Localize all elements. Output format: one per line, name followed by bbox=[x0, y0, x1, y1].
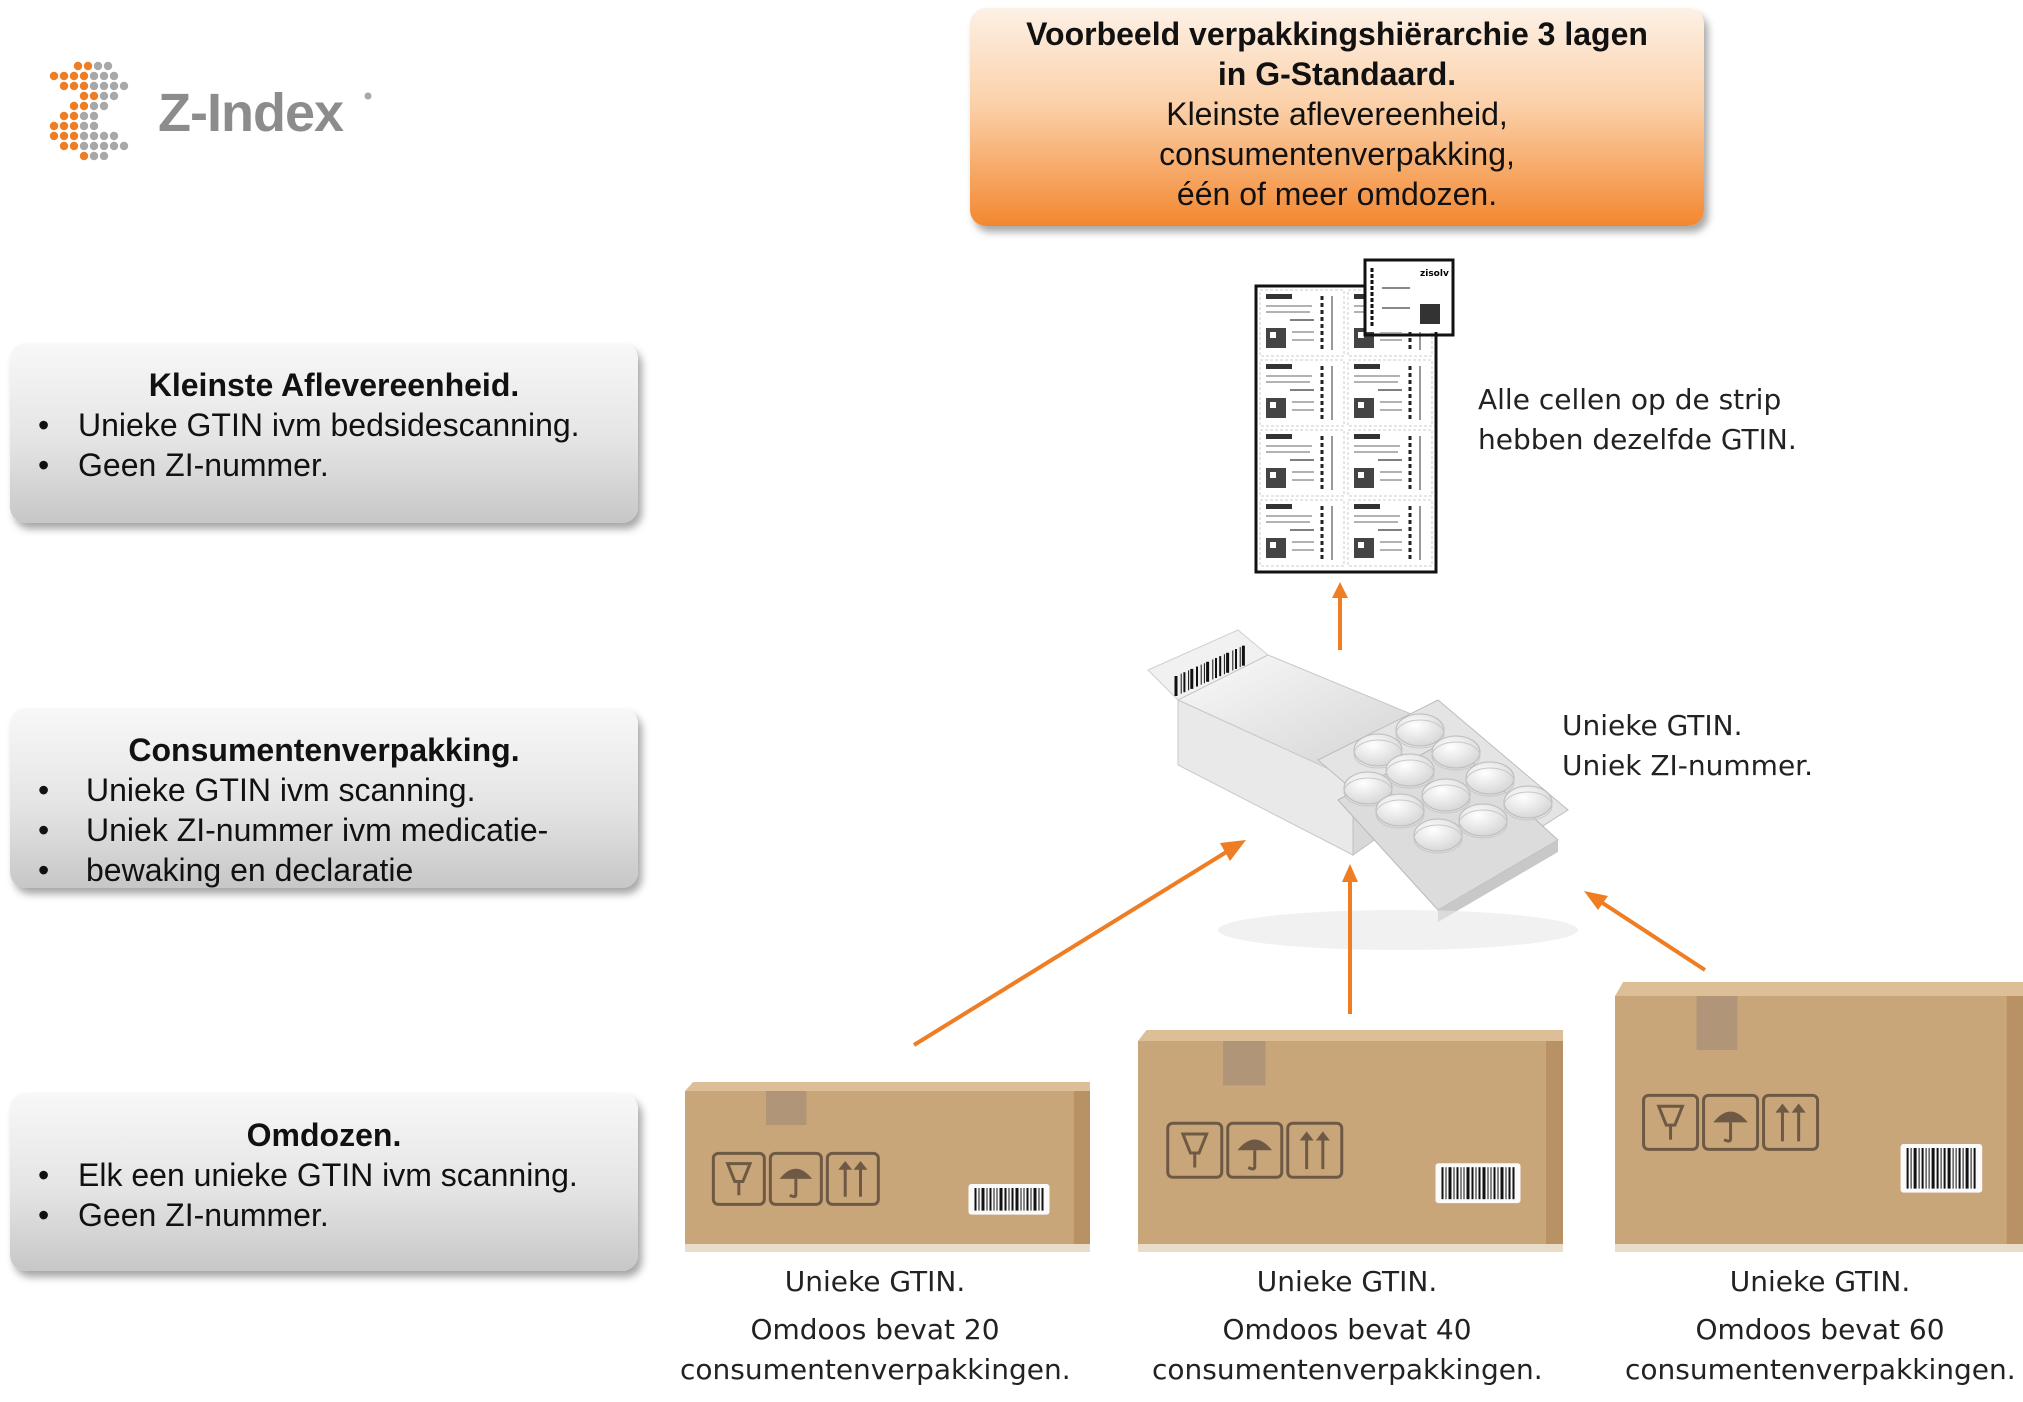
layer-box-smallest-unit: Kleinste Aflevereenheid. Unieke GTIN ivm… bbox=[10, 343, 638, 523]
arrow-box1-to-pack bbox=[912, 840, 1246, 1047]
layer-box-outer-boxes: Omdozen. Elk een unieke GTIN ivm scannin… bbox=[10, 1093, 638, 1271]
title-line-1: Voorbeeld verpakkingshiërarchie 3 lagen bbox=[1026, 16, 1648, 52]
layer-bullet: Unieke GTIN ivm bedsidescanning. bbox=[10, 405, 638, 445]
strip-caption-line-2: hebben dezelfde GTIN. bbox=[1478, 423, 1797, 456]
layer-heading: Omdozen. bbox=[246, 1117, 402, 1153]
title-line-2: in G-Standaard. bbox=[1217, 56, 1457, 92]
layer-box-consumer-package: Consumentenverpakking. Unieke GTIN ivm s… bbox=[10, 708, 638, 890]
box-caption-line-3: consumentenverpakkingen. bbox=[680, 1353, 1071, 1386]
z-index-logo-mark bbox=[49, 61, 372, 161]
strip-caption: Alle cellen op de strip hebben dezelfde … bbox=[1478, 380, 1797, 460]
box-caption-line-2: Omdoos bevat 40 bbox=[1222, 1313, 1472, 1346]
pack-caption-line-2: Uniek ZI-nummer. bbox=[1562, 749, 1814, 782]
blister-strip-illustration: zisolv bbox=[1254, 258, 1455, 574]
layer-heading: Consumentenverpakking. bbox=[128, 732, 520, 768]
box-caption-line-2: Omdoos bevat 20 bbox=[750, 1313, 1000, 1346]
layer-bullet: Unieke GTIN ivm scanning. bbox=[10, 770, 638, 810]
layer-bullet: Uniek ZI-nummer ivm medicatie- bbox=[10, 810, 638, 850]
pack-caption-line-1: Unieke GTIN. bbox=[1562, 709, 1743, 742]
box-caption: Unieke GTIN. Omdoos bevat 40 consumenten… bbox=[1152, 1262, 1543, 1390]
layer-bullet: Geen ZI-nummer. bbox=[10, 1195, 638, 1235]
arrow-box2-to-pack bbox=[1342, 864, 1358, 1014]
title-line-5: één of meer omdozen. bbox=[1176, 176, 1498, 212]
box-caption-line-1: Unieke GTIN. bbox=[784, 1265, 966, 1298]
layer-bullet: Elk een unieke GTIN ivm scanning. bbox=[10, 1155, 638, 1195]
box-caption: Unieke GTIN. Omdoos bevat 60 consumenten… bbox=[1625, 1262, 2016, 1390]
outer-box-20 bbox=[685, 1082, 1090, 1252]
pack-caption: Unieke GTIN. Uniek ZI-nummer. bbox=[1562, 706, 1813, 786]
strip-caption-line-1: Alle cellen op de strip bbox=[1478, 383, 1782, 416]
arrow-pack-to-strip bbox=[1332, 582, 1348, 650]
box-caption-line-2: Omdoos bevat 60 bbox=[1695, 1313, 1945, 1346]
box-caption-line-3: consumentenverpakkingen. bbox=[1152, 1353, 1543, 1386]
strip-cell-brand: zisolv bbox=[1420, 269, 1449, 279]
title-box: Voorbeeld verpakkingshiërarchie 3 lagen … bbox=[970, 8, 1704, 226]
title-line-4: consumentenverpakking, bbox=[1159, 136, 1515, 172]
outer-box-60 bbox=[1615, 982, 2023, 1252]
layer-heading: Kleinste Aflevereenheid. bbox=[148, 367, 520, 403]
arrow-box3-to-pack bbox=[1584, 891, 1707, 972]
layer-bullet: Geen ZI-nummer. bbox=[10, 445, 638, 485]
title-line-3: Kleinste aflevereenheid, bbox=[1166, 96, 1508, 132]
outer-box-40 bbox=[1138, 1030, 1563, 1252]
box-caption: Unieke GTIN. Omdoos bevat 20 consumenten… bbox=[680, 1262, 1071, 1390]
layer-bullet-continuation: bewaking en declaratie bbox=[10, 850, 638, 890]
box-caption-line-1: Unieke GTIN. bbox=[1256, 1265, 1438, 1298]
consumer-pack-illustration bbox=[1147, 629, 1578, 950]
box-caption-line-1: Unieke GTIN. bbox=[1729, 1265, 1911, 1298]
box-caption-line-3: consumentenverpakkingen. bbox=[1625, 1353, 2016, 1386]
z-index-logo-text: Z-Index bbox=[158, 83, 344, 143]
